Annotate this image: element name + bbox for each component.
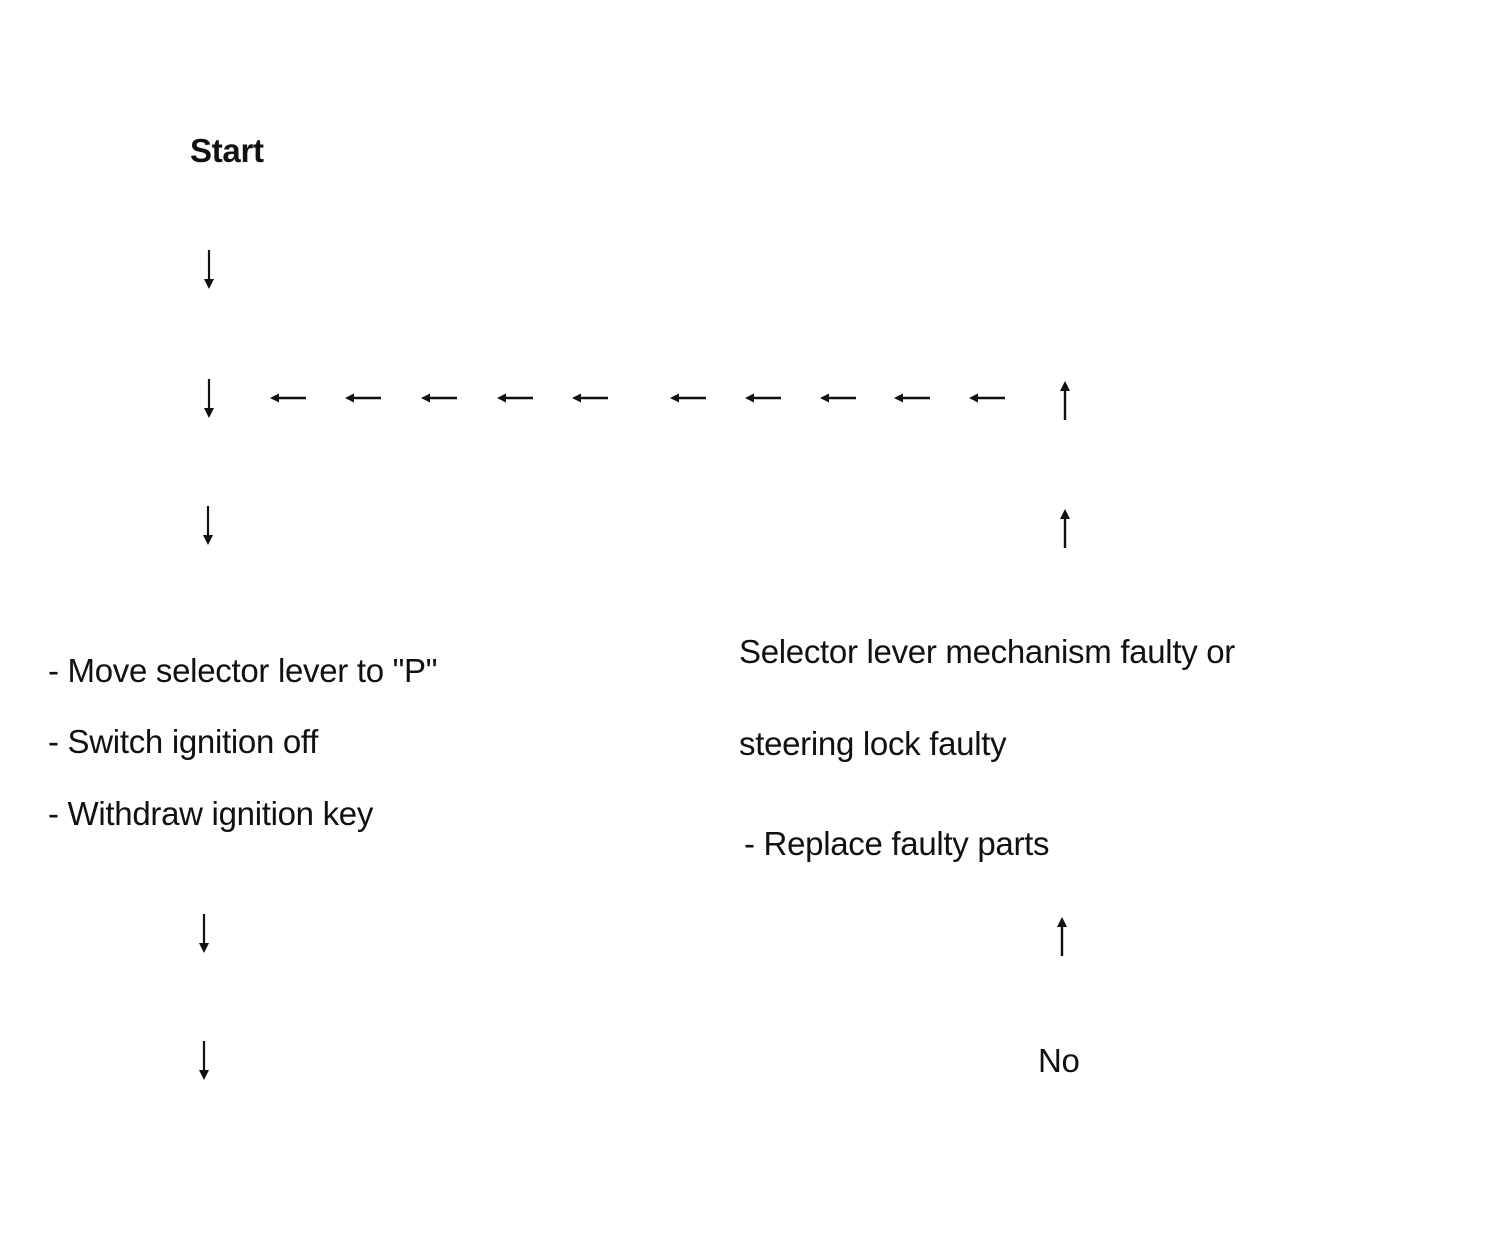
left-arrow-icon bbox=[745, 393, 781, 403]
fault-description-line-2: steering lock faulty bbox=[739, 725, 1007, 762]
left-arrow-icon bbox=[572, 393, 608, 403]
step-withdraw-ignition-key: - Withdraw ignition key bbox=[48, 795, 374, 832]
left-arrow-icon bbox=[270, 393, 306, 403]
up-arrow-icon bbox=[1060, 381, 1070, 420]
down-arrow-icon bbox=[199, 914, 209, 953]
left-arrow-icon bbox=[670, 393, 706, 403]
fault-description-line-1: Selector lever mechanism faulty or bbox=[739, 633, 1235, 670]
start-label: Start bbox=[190, 132, 264, 169]
action-replace-faulty-parts: - Replace faulty parts bbox=[744, 825, 1050, 862]
down-arrow-icon bbox=[204, 250, 214, 289]
up-arrow-icon bbox=[1060, 509, 1070, 548]
up-arrow-icon bbox=[1057, 917, 1067, 956]
left-arrow-icon bbox=[345, 393, 381, 403]
left-arrow-icon bbox=[820, 393, 856, 403]
left-arrow-icon bbox=[894, 393, 930, 403]
step-switch-ignition-off: - Switch ignition off bbox=[48, 723, 319, 760]
left-arrow-icon bbox=[497, 393, 533, 403]
no-label: No bbox=[1038, 1042, 1080, 1079]
down-arrow-icon bbox=[204, 379, 214, 418]
down-arrow-icon bbox=[203, 506, 213, 545]
left-arrow-icon bbox=[969, 393, 1005, 403]
down-arrow-icon bbox=[199, 1041, 209, 1080]
left-arrow-icon bbox=[421, 393, 457, 403]
step-move-selector-lever: - Move selector lever to "P" bbox=[48, 652, 438, 689]
